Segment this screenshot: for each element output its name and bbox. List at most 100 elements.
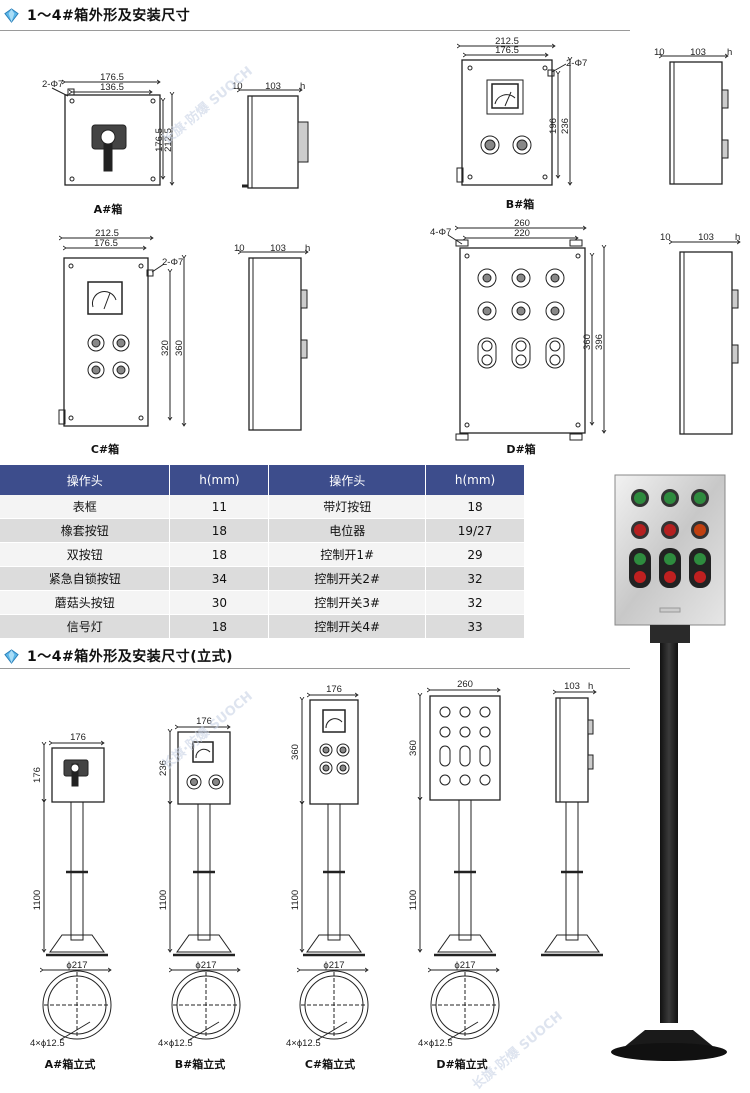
dim-text: 236	[560, 118, 571, 134]
dim-text: 10	[234, 243, 245, 254]
box-c-front	[58, 238, 184, 426]
table-cell: 控制开1#	[268, 542, 427, 567]
dim-text: 176	[326, 684, 342, 695]
box-c-side	[241, 252, 308, 431]
table-cell: 表框	[0, 495, 171, 519]
dim-text: h	[727, 47, 732, 58]
dim-text: 360	[290, 744, 301, 760]
meter-icon	[87, 281, 123, 315]
table-cell: 控制开关4#	[268, 614, 427, 639]
table-cell: 11	[169, 495, 270, 519]
table-cell: 32	[425, 566, 525, 591]
table-cell: 双按钮	[0, 542, 171, 567]
table-cell: 32	[425, 590, 525, 615]
table-cell: 19/27	[425, 518, 525, 543]
dim-text: 212.5	[163, 128, 174, 152]
table-header: h(mm)	[425, 465, 525, 495]
meter-icon	[486, 79, 524, 115]
dim-text: 4×ϕ12.5	[418, 1038, 453, 1049]
dim-text: 2-Φ7	[42, 79, 63, 90]
dim-text: 103	[698, 232, 714, 243]
dim-text: 10	[232, 81, 243, 92]
dim-text: 212.5	[95, 228, 119, 239]
stand-side	[541, 692, 603, 957]
caption-stand-b: B#箱立式	[175, 1057, 226, 1071]
dim-text: h	[588, 681, 593, 692]
table-cell: 30	[169, 590, 270, 615]
box-d-side	[672, 242, 740, 435]
dim-text: 260	[457, 679, 473, 690]
caption-c: C#箱	[91, 442, 119, 456]
box-d-front	[447, 228, 604, 441]
dim-text: 1100	[158, 890, 169, 910]
dim-text: 176	[70, 732, 86, 743]
dim-text: 103	[270, 243, 286, 254]
dim-text: 176.5	[495, 45, 519, 56]
dim-text: 176.5	[100, 72, 124, 83]
dim-text: ϕ217	[195, 960, 216, 971]
caption-d: D#箱	[506, 442, 535, 456]
table-cell: 18	[425, 495, 525, 519]
table-cell: 紧急自锁按钮	[0, 566, 171, 591]
dim-text: 103	[564, 681, 580, 692]
dim-text: 2-Φ7	[162, 257, 183, 268]
table-cell: 34	[169, 566, 270, 591]
dim-text: 236	[158, 760, 169, 776]
dim-text: ϕ217	[323, 960, 344, 971]
dim-text: 360	[582, 334, 593, 350]
dim-text: 176	[32, 767, 43, 783]
table-cell: 信号灯	[0, 614, 171, 639]
box-b-side	[662, 56, 728, 185]
dim-text: 212.5	[495, 36, 519, 47]
table-cell: 控制开关3#	[268, 590, 427, 615]
table-header: 操作头	[0, 465, 171, 495]
table-cell: 18	[169, 614, 270, 639]
indicator-light-icon	[631, 489, 709, 539]
stand-b	[170, 727, 240, 1041]
dim-text: 4×ϕ12.5	[286, 1038, 321, 1049]
dim-text: 4×ϕ12.5	[158, 1038, 193, 1049]
dim-text: 260	[514, 218, 530, 229]
table-cell: 电位器	[268, 518, 427, 543]
dim-text: h	[300, 81, 305, 92]
divider	[0, 30, 630, 31]
dim-text: h	[735, 232, 740, 243]
divider	[0, 668, 630, 669]
dim-text: 10	[660, 232, 671, 243]
section-2-header: 1～4#箱外形及安装尺寸(立式)	[0, 643, 233, 669]
stand-a	[43, 743, 111, 1041]
table-header: h(mm)	[169, 465, 270, 495]
dim-text: 1100	[290, 890, 301, 910]
table-cell: 控制开关2#	[268, 566, 427, 591]
dim-text: 103	[265, 81, 281, 92]
dim-text: 1100	[32, 890, 43, 910]
dim-text: 176.5	[154, 128, 165, 152]
dim-text: 396	[594, 334, 605, 350]
dim-text: 360	[408, 740, 419, 756]
dim-text: 4×ϕ12.5	[30, 1038, 65, 1049]
caption-a: A#箱	[94, 202, 123, 216]
dim-text: 360	[174, 340, 185, 356]
dim-text: 103	[690, 47, 706, 58]
box-b-front	[456, 46, 570, 185]
gem-icon	[4, 7, 19, 23]
section-1-header: 1～4#箱外形及安装尺寸	[0, 2, 190, 28]
dim-text: 176.5	[94, 238, 118, 249]
table-cell: 18	[169, 518, 270, 543]
table-cell: 带灯按钮	[268, 495, 427, 519]
rotary-handle-icon	[91, 124, 127, 172]
stand-c	[300, 695, 368, 1041]
product-photo	[611, 474, 727, 1061]
dim-text: 196	[548, 118, 559, 134]
box-a-side	[240, 90, 309, 189]
dim-text: 220	[514, 228, 530, 239]
table-cell: 蘑菇头按钮	[0, 590, 171, 615]
table-cell: 33	[425, 614, 525, 639]
box-a-front	[51, 82, 172, 185]
